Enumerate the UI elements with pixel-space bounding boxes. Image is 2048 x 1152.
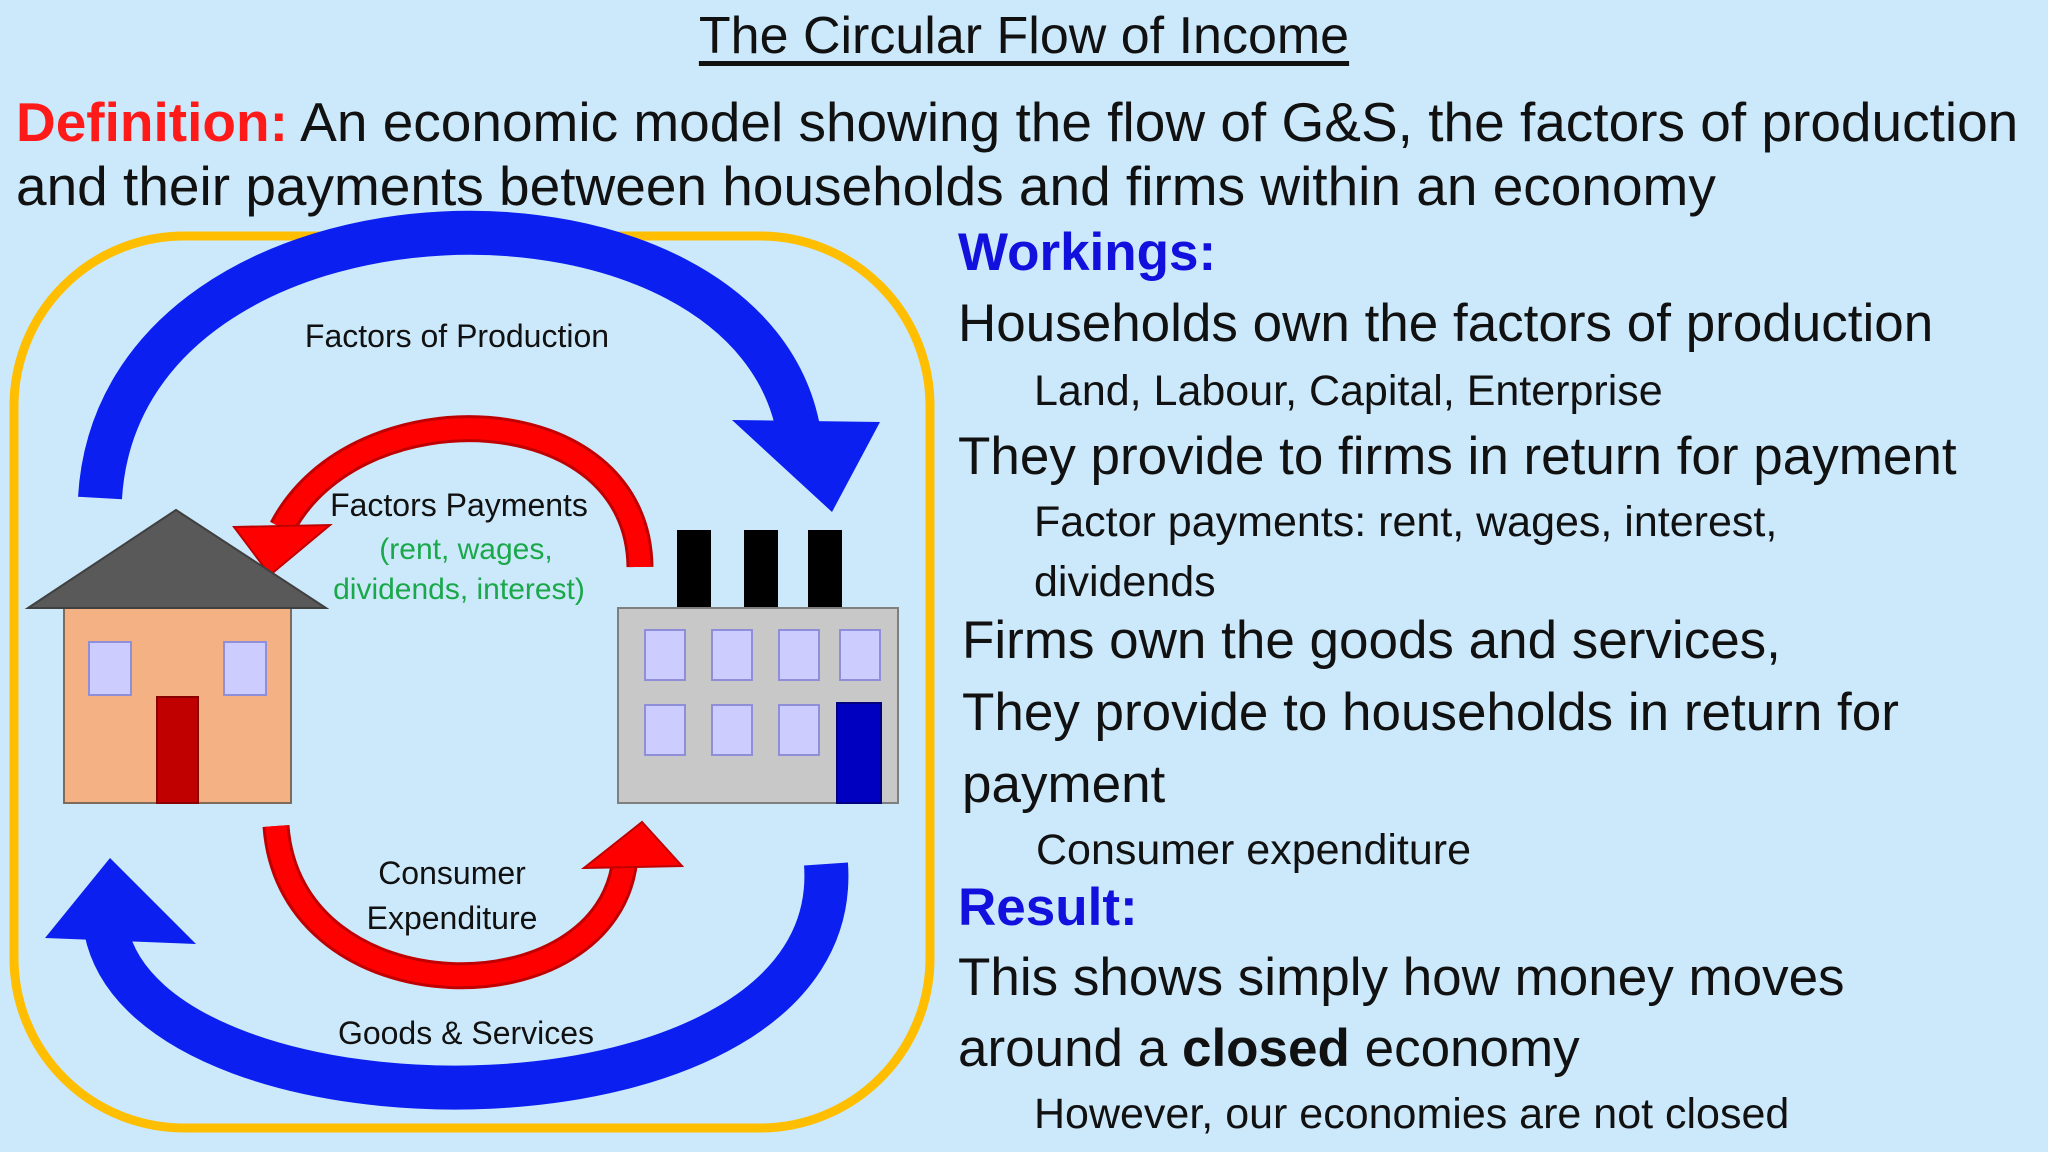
goods-services-label: Goods & Services	[338, 1015, 594, 1051]
factors-payments-label: Factors Payments	[330, 487, 588, 523]
result-line-2-post: economy	[1349, 1019, 1580, 1078]
consumer-expenditure-label-1: Consumer	[378, 855, 526, 891]
workings-line-4-sub: Consumer expenditure	[1036, 826, 1472, 874]
result-sub: However, our economies are not closed	[1034, 1090, 1790, 1138]
workings-line-3: Firms own the goods and services,	[962, 611, 1781, 670]
definition-label: Definition:	[16, 91, 288, 153]
factor-payments-arrow	[232, 415, 654, 577]
page-title: The Circular Flow of Income	[698, 7, 1350, 65]
workings-line-4-2: payment	[962, 755, 1166, 814]
result-line-2-pre: around a	[958, 1019, 1182, 1078]
factory-icon	[617, 530, 899, 804]
workings-heading: Workings:	[958, 223, 1217, 282]
factors-of-production-label: Factors of Production	[305, 318, 609, 354]
definition-text: An economic model showing the flow of G&…	[16, 91, 2019, 217]
workings-line-2-sub-1: Factor payments: rent, wages, interest,	[1034, 498, 1778, 546]
definition: Definition: An economic model showing th…	[16, 90, 2046, 218]
factors-payments-detail-1: (rent, wages,	[379, 533, 552, 566]
result-line-1: This shows simply how money moves	[958, 948, 1845, 1007]
goods-services-arrow	[45, 858, 849, 1110]
workings-line-2-sub-2: dividends	[1034, 558, 1216, 606]
workings-line-1: Households own the factors of production	[958, 294, 1934, 353]
factors-payments-detail-2: dividends, interest)	[333, 573, 585, 606]
factors-of-production-arrow	[78, 210, 880, 512]
circular-flow-diagram: Factors of Production Factors Payments (…	[9, 210, 935, 1133]
consumer-expenditure-label-2: Expenditure	[367, 900, 538, 936]
workings-line-4-1: They provide to households in return for	[962, 683, 1899, 742]
result-line-2: around a closed economy	[958, 1018, 1580, 1079]
result-line-2-bold: closed	[1181, 1019, 1350, 1078]
workings-line-2: They provide to firms in return for paym…	[958, 427, 1957, 486]
result-heading: Result:	[958, 878, 1138, 937]
consumer-expenditure-arrow	[262, 820, 685, 990]
house-icon	[24, 508, 330, 804]
workings-line-1-sub: Land, Labour, Capital, Enterprise	[1034, 367, 1663, 415]
